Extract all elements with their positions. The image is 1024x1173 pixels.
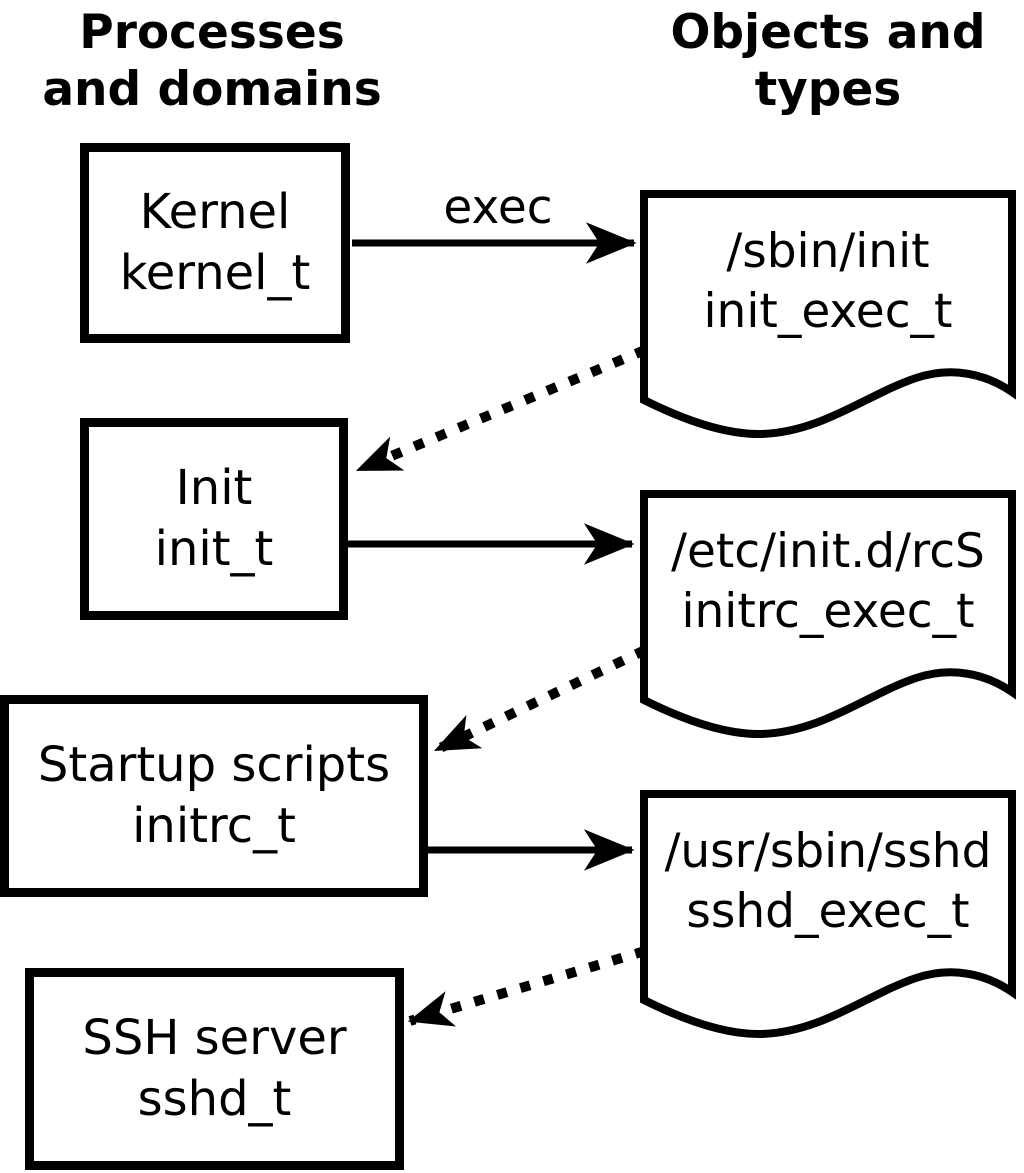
process-domain-type: kernel_t bbox=[119, 245, 311, 301]
process-domain-type: init_t bbox=[154, 521, 274, 577]
transition-arrow-sshd-exec-to-sshd bbox=[407, 946, 647, 1027]
process-box-startup-scripts: Startup scripts initrc_t bbox=[0, 695, 428, 897]
process-name: SSH server bbox=[82, 1010, 347, 1066]
process-name: Startup scripts bbox=[37, 737, 391, 793]
column-header-processes: Processes and domains bbox=[12, 4, 412, 118]
object-label-etc-initd-rcs: /etc/init.d/rcS initrc_exec_t bbox=[648, 498, 1008, 666]
process-name: Init bbox=[175, 460, 253, 516]
object-label-usr-sbin-sshd: /usr/sbin/sshd sshd_exec_t bbox=[648, 798, 1008, 966]
column-header-objects-line2: types bbox=[754, 62, 902, 117]
object-type: initrc_exec_t bbox=[681, 584, 975, 639]
column-header-processes-line2: and domains bbox=[42, 62, 382, 117]
transition-arrow-initrc-exec-to-initrc bbox=[433, 645, 648, 755]
object-type: init_exec_t bbox=[703, 284, 953, 339]
object-label-sbin-init: /sbin/init init_exec_t bbox=[648, 198, 1008, 366]
object-path: /usr/sbin/sshd bbox=[664, 824, 992, 879]
column-header-objects-line1: Objects and bbox=[670, 5, 986, 60]
column-header-processes-line1: Processes bbox=[79, 5, 345, 60]
process-domain-type: initrc_t bbox=[132, 798, 296, 854]
object-path: /etc/init.d/rcS bbox=[671, 524, 985, 579]
column-header-objects: Objects and types bbox=[628, 4, 1024, 118]
process-box-ssh-server: SSH server sshd_t bbox=[25, 968, 404, 1170]
transition-arrow-init-exec-to-init bbox=[355, 345, 647, 475]
edge-label-exec: exec bbox=[443, 180, 553, 235]
process-domain-type: sshd_t bbox=[137, 1071, 292, 1127]
process-box-init: Init init_t bbox=[80, 418, 348, 620]
process-box-kernel: Kernel kernel_t bbox=[80, 143, 350, 343]
object-type: sshd_exec_t bbox=[686, 884, 970, 939]
process-name: Kernel bbox=[139, 184, 291, 240]
object-path: /sbin/init bbox=[726, 224, 930, 279]
